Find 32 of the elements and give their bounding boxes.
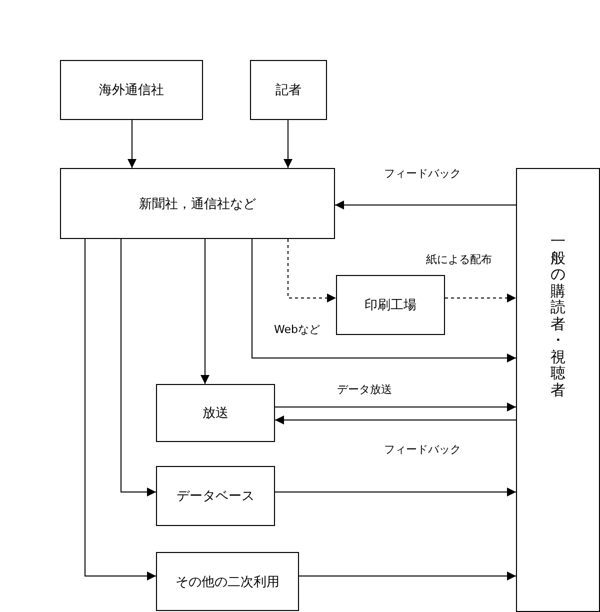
process-box: [516, 168, 600, 612]
node-label: 印刷工場: [364, 297, 416, 314]
node-label: 記者: [276, 82, 302, 99]
node-label: その他の二次利用: [176, 574, 280, 590]
arrow: [200, 238, 210, 384]
node-label: 海外通信社: [99, 82, 164, 99]
process-box: [60, 60, 203, 120]
edge-label: 紙による配布: [424, 252, 494, 267]
process-box: [156, 384, 275, 442]
process-box: [60, 168, 335, 239]
arrow: [84, 238, 156, 580]
arrow: [298, 572, 516, 580]
arrow: [274, 402, 516, 412]
arrow: [120, 238, 156, 496]
node-label: 新聞社，通信社など: [139, 196, 256, 212]
process-box: [250, 60, 327, 120]
node-label: 放送: [202, 405, 228, 422]
process-box: [156, 466, 275, 526]
arrow: [252, 238, 516, 362]
arrow: [288, 238, 336, 302]
edge-label: Webなど: [272, 322, 322, 337]
arrow: [274, 416, 516, 424]
node-label: データベース: [176, 488, 254, 505]
edge-label: データ放送: [335, 382, 394, 397]
process-box: [336, 275, 445, 335]
arrow: [444, 294, 516, 302]
arrow: [128, 120, 136, 168]
arrow: [284, 120, 292, 168]
arrow: [334, 200, 516, 210]
node-label: 一般の購読者・視聴者: [550, 233, 566, 398]
arrow: [274, 488, 516, 496]
process-box: [156, 552, 299, 611]
